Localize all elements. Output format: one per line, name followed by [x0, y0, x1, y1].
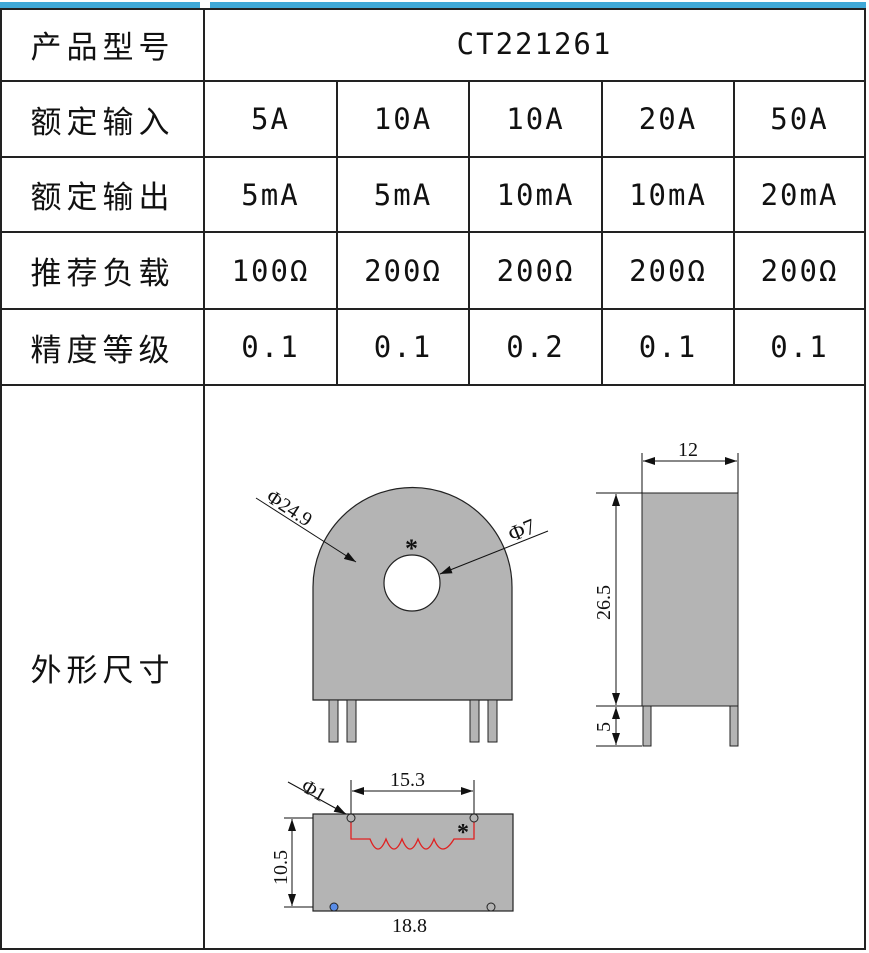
spec-value: 10A: [338, 82, 470, 158]
spec-value-text: 0.1: [241, 330, 300, 364]
row-label-text: 推荐负载: [30, 256, 175, 292]
row-label-text: 额定输出: [30, 180, 175, 216]
pin-pitch-label: 15.3: [390, 769, 425, 791]
depth-label: 10.5: [270, 850, 292, 885]
spec-value: 10mA: [470, 158, 603, 233]
spec-value: 0.2: [470, 310, 603, 386]
spec-value: 100Ω: [205, 233, 338, 310]
pin-length-label: 5: [593, 722, 615, 732]
spec-value-text: 0.1: [770, 330, 829, 364]
spec-value-text: 50A: [770, 102, 829, 136]
width-label: 12: [678, 439, 698, 461]
spec-value: 200Ω: [735, 233, 866, 310]
outer-diameter-label: Φ24.9: [262, 486, 316, 531]
side-view: 12 26.5 5: [593, 439, 739, 747]
spec-value-text: 200Ω: [760, 253, 839, 288]
spec-value-text: 0.2: [506, 330, 565, 364]
length-label: 18.8: [392, 915, 427, 937]
model-value: CT221261: [205, 8, 866, 82]
spec-value: 10mA: [603, 158, 735, 233]
row-label-text: 精度等级: [30, 332, 175, 369]
front-view: Φ24.9 Φ7 *: [255, 486, 549, 743]
spec-value-text: 10mA: [629, 177, 707, 212]
spec-value: 200Ω: [338, 233, 470, 310]
spec-value-text: 20A: [638, 102, 698, 136]
header-bar: [0, 2, 200, 10]
height-label: 26.5: [593, 585, 615, 620]
row-label: 额定输入: [2, 82, 205, 158]
row-label: 产品型号: [2, 8, 205, 82]
spec-value-text: 0.1: [638, 330, 698, 364]
row-label: 精度等级: [2, 310, 205, 386]
row-label: 额定输出: [2, 158, 205, 233]
svg-text:*: *: [457, 820, 469, 846]
spec-value: 200Ω: [603, 233, 735, 310]
spec-value: 5mA: [205, 158, 338, 233]
spec-value: 50A: [735, 82, 866, 158]
spec-value: 0.1: [603, 310, 735, 386]
spec-value-text: 0.1: [373, 330, 433, 364]
model-value-text: CT221261: [456, 27, 613, 61]
spec-value: 0.1: [735, 310, 866, 386]
drawing-cell: [205, 386, 866, 950]
spec-value: 20mA: [735, 158, 866, 233]
spec-value-text: 10A: [373, 102, 433, 136]
spec-value-text: 5mA: [241, 177, 300, 212]
row-label-text: 产品型号: [30, 29, 175, 66]
hole-diameter-label: Φ7: [505, 513, 539, 546]
spec-value-text: 200Ω: [629, 253, 707, 288]
spec-value-text: 5A: [251, 102, 290, 136]
bottom-view: * 15.3 Φ1 10.5 18.8: [270, 769, 514, 937]
svg-text:*: *: [405, 534, 418, 563]
spec-value-text: 5mA: [373, 177, 433, 212]
row-label-text: 额定输入: [30, 104, 175, 141]
row-label: 推荐负载: [2, 233, 205, 310]
spec-value-text: 20mA: [760, 177, 839, 212]
spec-value: 0.1: [205, 310, 338, 386]
header-bar: [210, 2, 866, 10]
spec-value-text: 100Ω: [231, 253, 310, 288]
spec-value: 200Ω: [470, 233, 603, 310]
spec-value: 20A: [603, 82, 735, 158]
spec-value-text: 200Ω: [364, 253, 442, 288]
spec-value-text: 10mA: [496, 177, 575, 212]
spec-value-text: 10A: [506, 102, 565, 136]
spec-value-text: 200Ω: [496, 253, 575, 288]
row-label: 外形尺寸: [2, 386, 205, 950]
spec-value: 10A: [470, 82, 603, 158]
spec-value: 0.1: [338, 310, 470, 386]
row-label-text: 外形尺寸: [30, 652, 175, 689]
spec-value: 5A: [205, 82, 338, 158]
spec-value: 5mA: [338, 158, 470, 233]
